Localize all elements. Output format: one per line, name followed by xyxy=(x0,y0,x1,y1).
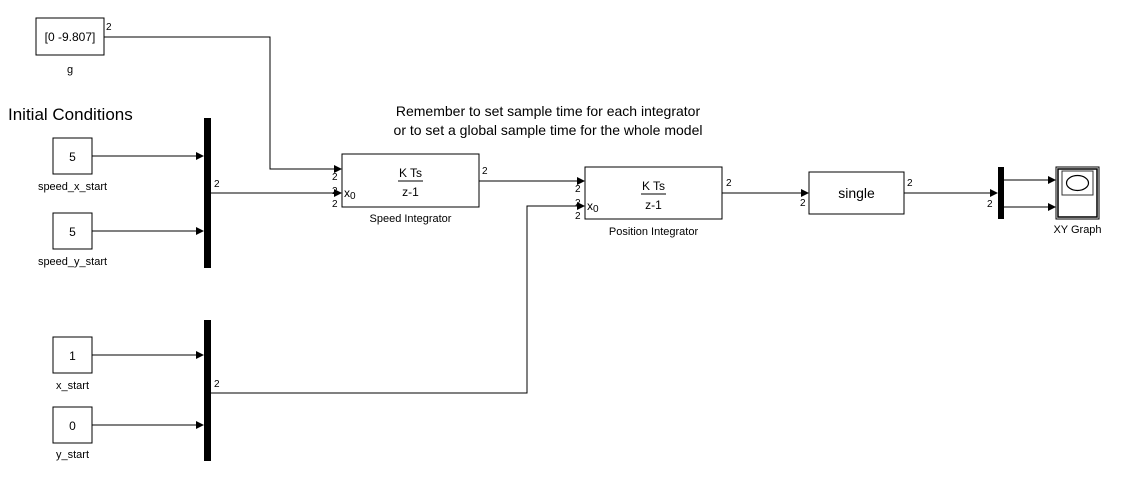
signal-width-label: 2 xyxy=(987,199,993,210)
note-line-1: Remember to set sample time for each int… xyxy=(396,103,701,119)
constant-block-g[interactable]: [0 -9.807] xyxy=(35,17,105,56)
x-start-label[interactable]: x_start xyxy=(56,380,89,392)
wire-arrow xyxy=(577,177,585,185)
signal-width-label: 2 xyxy=(332,186,338,197)
wire-mux2-to-position-integrator xyxy=(211,205,577,394)
demux-block[interactable] xyxy=(998,167,1004,219)
signal-width-label: 2 xyxy=(575,184,581,195)
position-integrator-block[interactable]: K Ts z-1 x0 xyxy=(584,166,723,220)
speed-integrator-denominator: z-1 xyxy=(402,185,419,199)
wire-arrow xyxy=(334,165,342,173)
signal-width-label: 2 xyxy=(800,198,806,209)
speed-y-start-label[interactable]: speed_y_start xyxy=(38,256,107,268)
note-line-2: or to set a global sample time for the w… xyxy=(394,122,703,138)
wire-arrow xyxy=(990,189,998,197)
wire-arrow xyxy=(577,202,585,210)
y-start-label[interactable]: y_start xyxy=(56,449,89,461)
wire-arrow xyxy=(1048,176,1056,184)
xy-graph-block[interactable] xyxy=(1055,166,1100,220)
wire-arrow xyxy=(196,227,204,235)
data-type-conversion-value: single xyxy=(838,185,875,201)
signal-width-label: 2 xyxy=(214,179,220,190)
xy-graph-label[interactable]: XY Graph xyxy=(1053,224,1101,236)
signal-width-label: 2 xyxy=(907,178,913,189)
constant-g-label[interactable]: g xyxy=(67,64,73,76)
position-integrator-label[interactable]: Position Integrator xyxy=(609,226,699,238)
position-integrator-denominator: z-1 xyxy=(645,198,662,212)
constant-block-speed-x-start[interactable]: 5 xyxy=(52,137,93,175)
speed-x-start-label[interactable]: speed_x_start xyxy=(38,181,107,193)
signal-width-label: 2 xyxy=(332,199,338,210)
position-integrator-x0-port: x0 xyxy=(587,199,599,215)
position-integrator-numerator: K Ts xyxy=(642,179,665,193)
speed-integrator-label[interactable]: Speed Integrator xyxy=(370,213,452,225)
wire-arrow xyxy=(801,189,809,197)
wire-arrow xyxy=(196,351,204,359)
y-start-value: 0 xyxy=(69,419,76,433)
data-type-conversion-block[interactable]: single xyxy=(808,171,905,215)
wire-g-to-speed-integrator xyxy=(104,36,334,170)
mux-block-position[interactable] xyxy=(204,320,211,461)
speed-x-start-value: 5 xyxy=(69,150,76,164)
signal-width-label: 2 xyxy=(726,178,732,189)
constant-g-value: [0 -9.807] xyxy=(45,30,96,44)
wire-arrow xyxy=(196,152,204,160)
speed-y-start-value: 5 xyxy=(69,225,76,239)
signal-width-label: 2 xyxy=(214,379,220,390)
mux-block-speed[interactable] xyxy=(204,118,211,268)
signal-width-label: 2 xyxy=(106,22,112,33)
speed-integrator-x0-port: x0 xyxy=(344,186,356,202)
signal-width-label: 2 xyxy=(332,172,338,183)
constant-block-speed-y-start[interactable]: 5 xyxy=(52,212,93,250)
signal-width-label: 2 xyxy=(482,166,488,177)
constant-block-y-start[interactable]: 0 xyxy=(52,406,93,444)
constant-block-x-start[interactable]: 1 xyxy=(52,336,93,374)
signal-width-label: 2 xyxy=(575,211,581,222)
wire-arrow xyxy=(1048,203,1056,211)
signal-width-label: 2 xyxy=(575,198,581,209)
wire-arrow xyxy=(196,421,204,429)
wire-arrow xyxy=(334,189,342,197)
x-start-value: 1 xyxy=(69,349,76,363)
scope-screen-icon xyxy=(1065,174,1090,192)
speed-integrator-block[interactable]: K Ts z-1 x0 xyxy=(341,153,480,208)
speed-integrator-numerator: K Ts xyxy=(399,166,422,180)
initial-conditions-title: Initial Conditions xyxy=(8,105,133,124)
